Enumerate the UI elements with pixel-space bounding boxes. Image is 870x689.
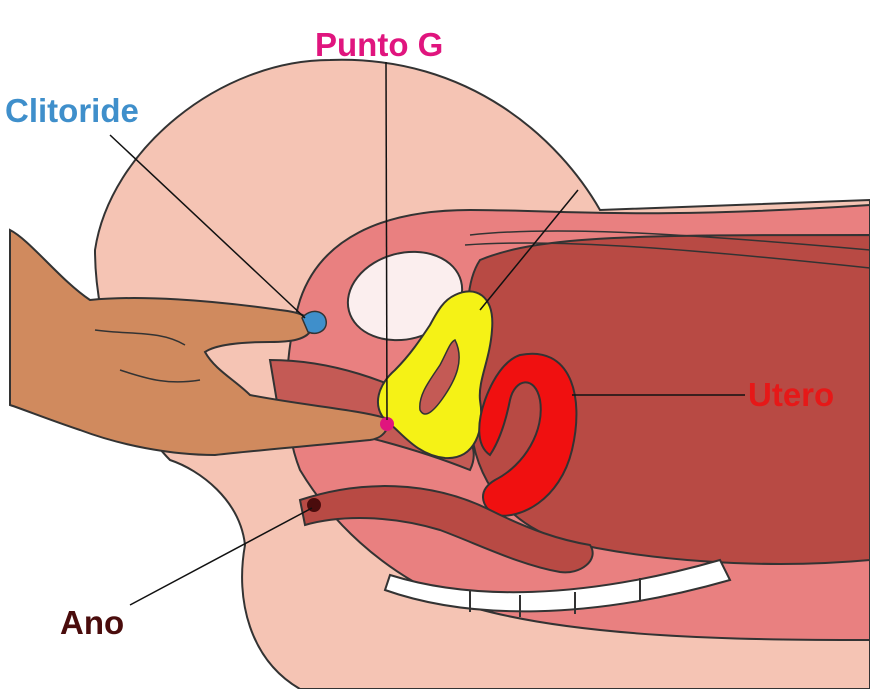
spine [383,558,732,613]
hand [9,228,389,457]
g-spot-dot [380,417,394,431]
fold-line [464,242,870,269]
label-clitoride: Clitoride [5,92,139,129]
hand-detail [94,329,186,346]
leader-line-upper [479,189,579,311]
rectum [298,485,594,574]
hand-detail [119,369,201,383]
label-utero: Utero [748,376,835,413]
uterus-shape [478,352,578,517]
leader-line-ano [129,507,313,606]
label-ano: Ano [60,604,125,641]
clitoris-marker [301,310,327,334]
leader-line-clitoride [109,134,306,319]
leader-line-punto-g [385,61,388,421]
g-spot-inner [419,339,460,415]
fold-line [469,230,870,251]
label-punto-g: Punto G [315,26,444,63]
